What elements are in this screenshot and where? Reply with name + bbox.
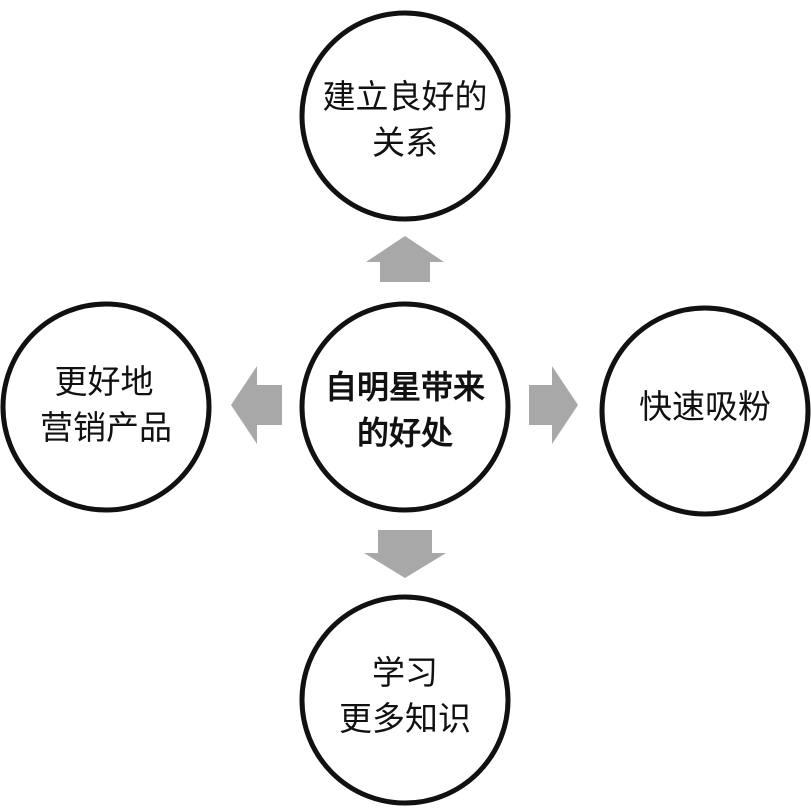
node-bottom: 学习 更多知识 xyxy=(299,594,511,806)
arrow-down xyxy=(364,530,446,578)
node-bottom-circle xyxy=(299,594,511,806)
node-top-line-1: 建立良好的 xyxy=(323,77,488,116)
node-top-circle xyxy=(299,10,511,222)
node-right-line-1: 快速吸粉 xyxy=(639,387,771,426)
node-right: 快速吸粉 xyxy=(599,305,811,517)
node-left-circle xyxy=(0,301,212,513)
node-bottom-line-1: 学习 xyxy=(372,653,438,692)
node-center-circle xyxy=(299,301,511,513)
center-line-1: 自明星带来 xyxy=(325,368,485,406)
arrow-up xyxy=(366,236,444,282)
node-right-circle xyxy=(599,305,811,517)
node-left-line-2: 营销产品 xyxy=(40,408,172,447)
node-top: 建立良好的 关系 xyxy=(299,10,511,222)
arrow-left xyxy=(231,366,282,444)
center-line-2: 的好处 xyxy=(357,414,453,452)
node-top-line-2: 关系 xyxy=(372,123,438,162)
node-left: 更好地 营销产品 xyxy=(0,301,212,513)
node-center: 自明星带来 的好处 xyxy=(299,301,511,513)
node-left-line-1: 更好地 xyxy=(55,362,154,401)
node-bottom-line-2: 更多知识 xyxy=(339,699,471,738)
arrow-right xyxy=(529,366,578,444)
